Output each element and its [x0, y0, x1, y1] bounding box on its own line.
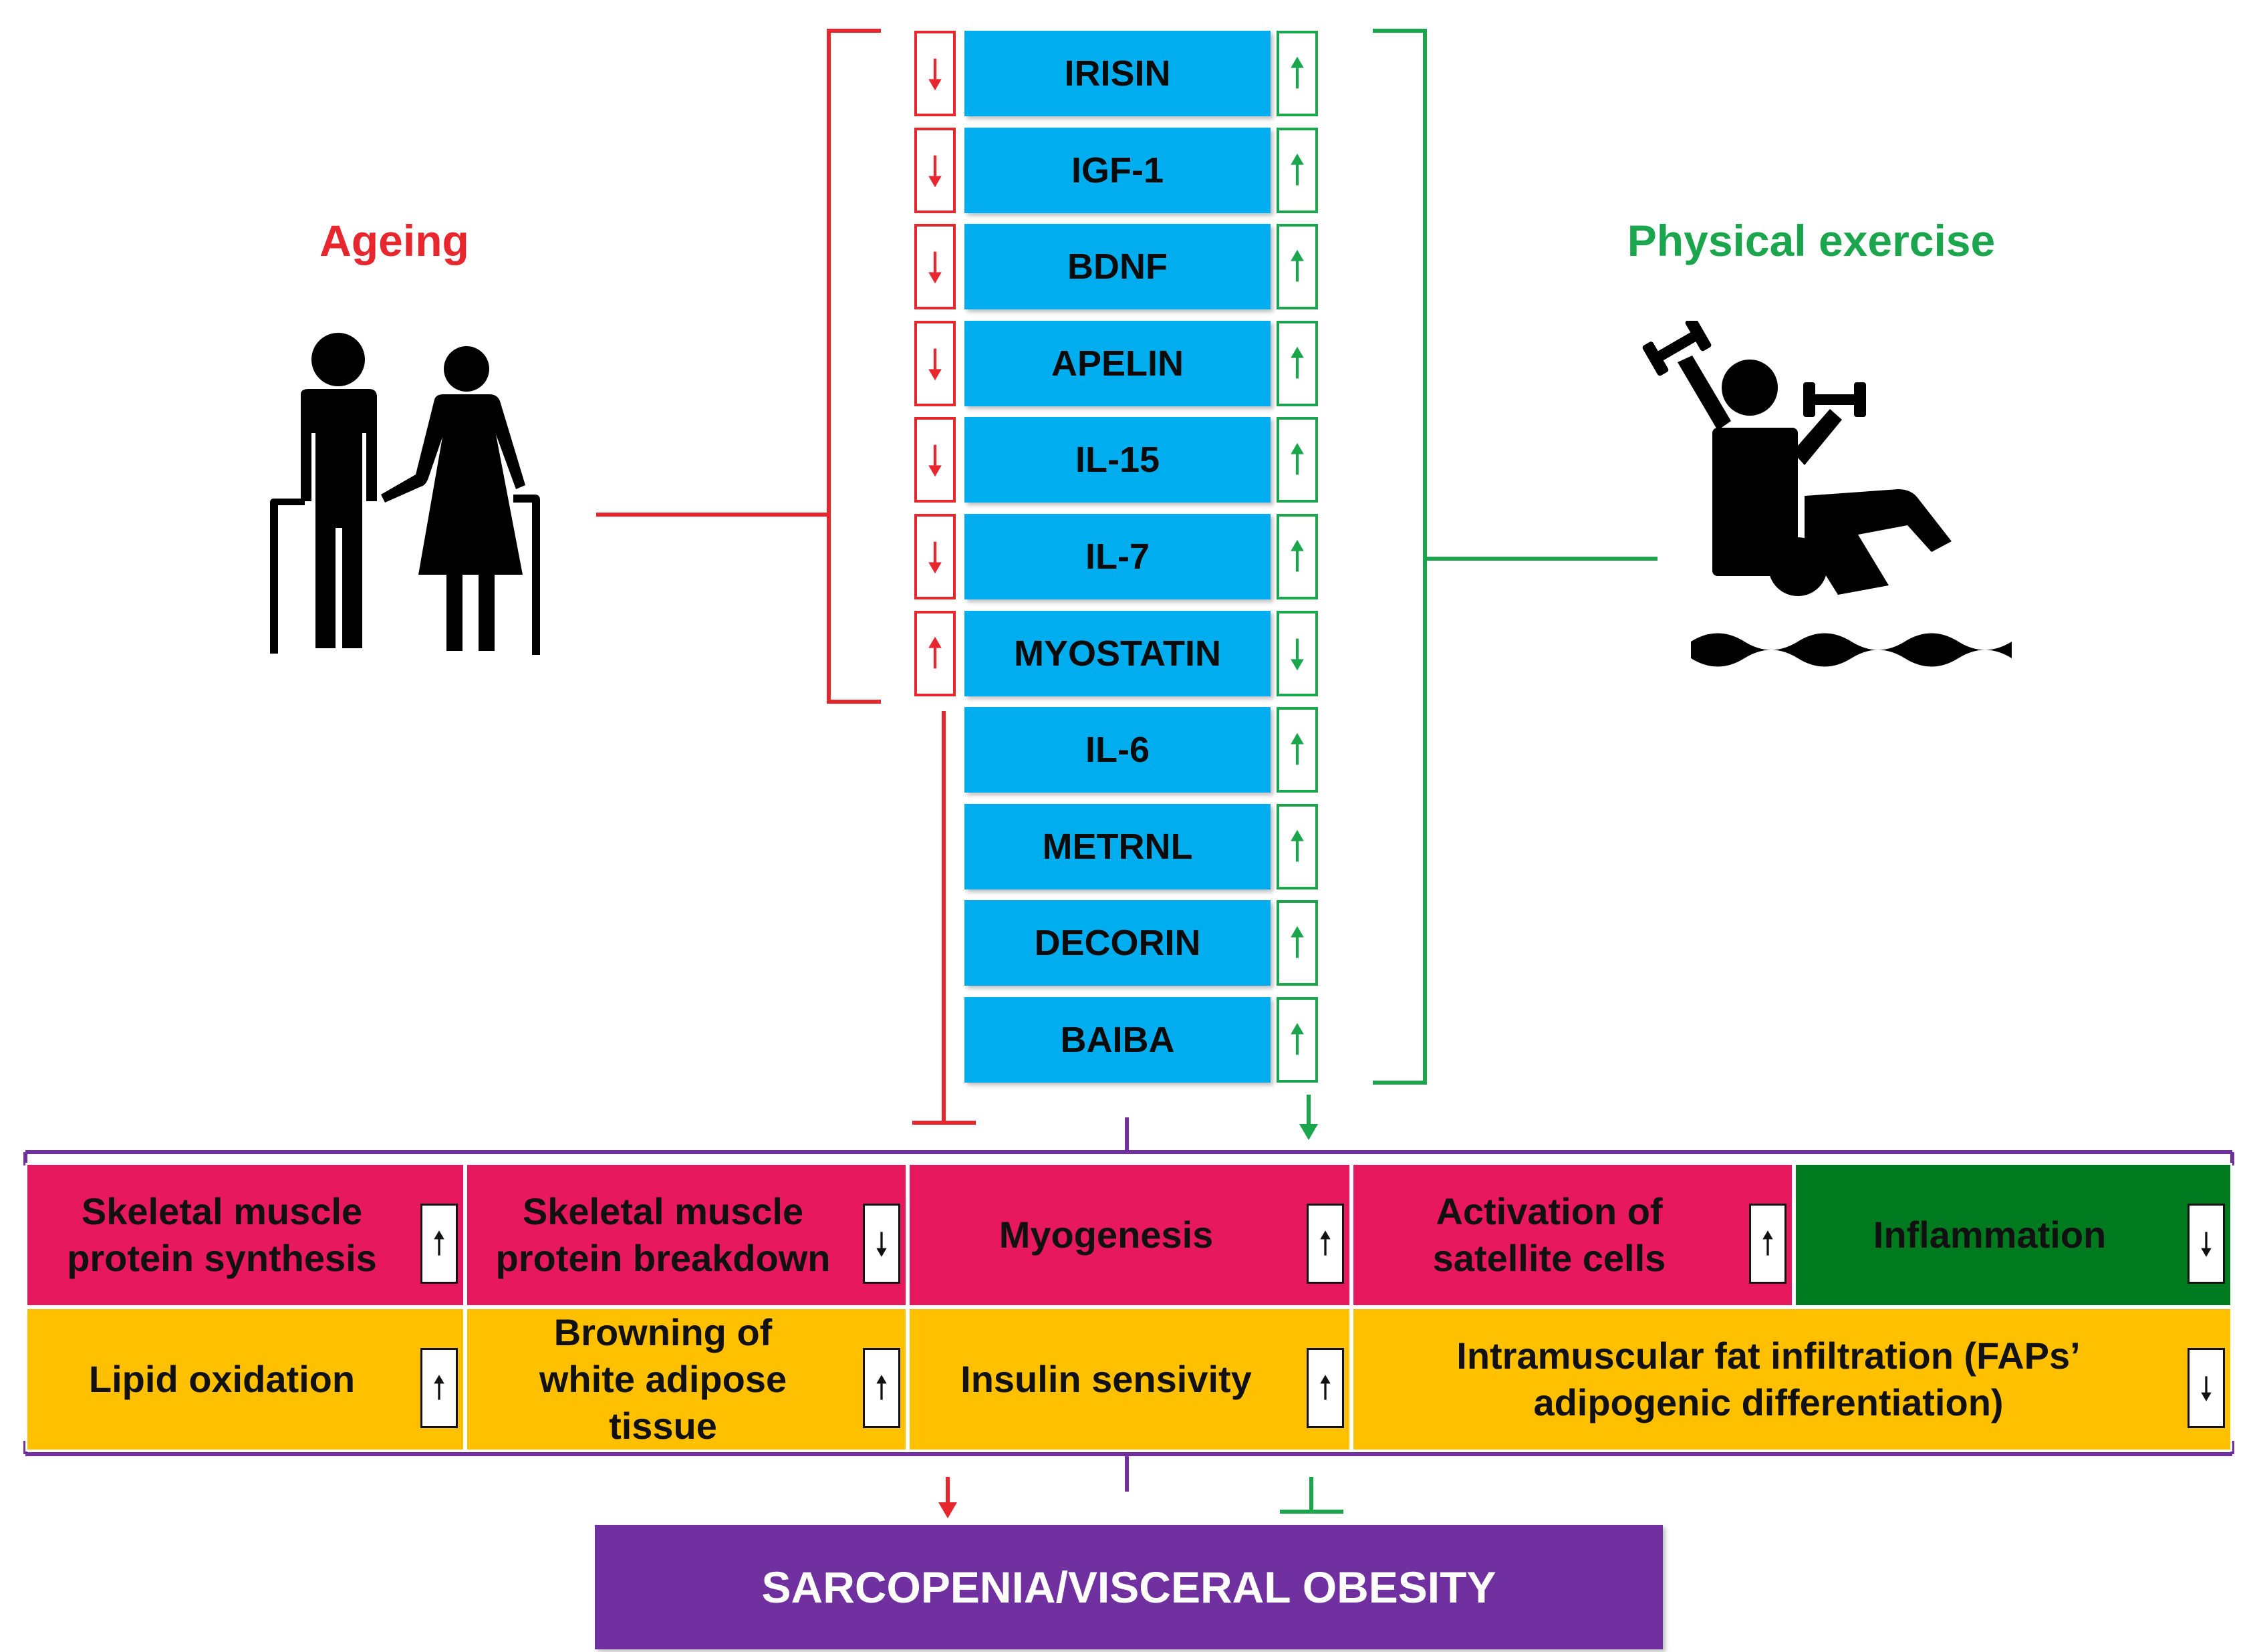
effect-label: Myogenesis: [999, 1214, 1214, 1256]
effect-lipid-oxidation: Lipid oxidation: [25, 1307, 465, 1452]
effect-up-arrow-icon: [420, 1348, 458, 1428]
exercise-down-arrow-icon: [1277, 611, 1318, 696]
effect-label: Skeletal muscle protein synthesis: [67, 1190, 377, 1279]
ageing-down-arrow-icon: [914, 514, 956, 599]
effect-browning-of-white-adipose-tissue: Browning of white adipose tissue: [465, 1307, 908, 1452]
ageing-down-arrow-icon: [914, 31, 956, 116]
ageing-down-arrow-icon: [914, 224, 956, 309]
exercise-up-arrow-icon: [1277, 224, 1318, 309]
elderly-couple-icon: [270, 333, 540, 655]
myokine-baiba: BAIBA: [964, 997, 1271, 1083]
exercise-swimmer-icon: [1642, 321, 2012, 667]
exercise-up-arrow-icon: [1277, 31, 1318, 116]
effect-activation-of-satellite-cells: Activation of satellite cells: [1351, 1163, 1794, 1307]
effect-label: Browning of white adipose tissue: [539, 1311, 787, 1447]
effect-label: Insulin sensivity: [960, 1358, 1252, 1400]
ageing-up-arrow-icon: [914, 611, 956, 696]
ageing-down-arrow-icon: [914, 128, 956, 213]
ageing-down-arrow-icon: [914, 321, 956, 406]
myokine-myostatin: MYOSTATIN: [964, 611, 1271, 696]
effect-up-arrow-icon: [420, 1204, 458, 1284]
myokine-igf-1: IGF-1: [964, 128, 1271, 213]
exercise-up-arrow-icon: [1277, 128, 1318, 213]
outcome-box: SARCOPENIA/VISCERAL OBESITY: [595, 1525, 1663, 1649]
effect-up-arrow-icon: [1749, 1204, 1786, 1284]
myokine-irisin: IRISIN: [964, 31, 1271, 116]
effect-up-arrow-icon: [1307, 1204, 1344, 1284]
effect-label: Inflammation: [1873, 1214, 2107, 1256]
effect-label: Intramuscular fat infiltration (FAPs’ ad…: [1456, 1335, 2081, 1423]
effect-up-arrow-icon: [863, 1348, 900, 1428]
effect-label: Skeletal muscle protein breakdown: [495, 1190, 831, 1279]
effect-skeletal-muscle-protein-synthesis: Skeletal muscle protein synthesis: [25, 1163, 465, 1307]
effect-inflammation: Inflammation: [1794, 1163, 2232, 1307]
effect-intramuscular-fat-infiltration-faps-adipogenic-differentiation: Intramuscular fat infiltration (FAPs’ ad…: [1351, 1307, 2232, 1452]
effect-down-arrow-icon: [2188, 1204, 2225, 1284]
effect-up-arrow-icon: [1307, 1348, 1344, 1428]
exercise-up-arrow-icon: [1277, 514, 1318, 599]
exercise-up-arrow-icon: [1277, 900, 1318, 986]
effect-label: Lipid oxidation: [88, 1358, 356, 1400]
myokine-apelin: APELIN: [964, 321, 1271, 406]
myokine-il-15: IL-15: [964, 417, 1271, 503]
myokine-bdnf: BDNF: [964, 224, 1271, 309]
effect-myogenesis: Myogenesis: [908, 1163, 1351, 1307]
exercise-up-arrow-icon: [1277, 321, 1318, 406]
myokine-il-7: IL-7: [964, 514, 1271, 599]
outcome-label: SARCOPENIA/VISCERAL OBESITY: [761, 1562, 1496, 1612]
effect-down-arrow-icon: [2188, 1348, 2225, 1428]
effect-insulin-sensivity: Insulin sensivity: [908, 1307, 1351, 1452]
exercise-up-arrow-icon: [1277, 804, 1318, 889]
effect-skeletal-muscle-protein-breakdown: Skeletal muscle protein breakdown: [465, 1163, 908, 1307]
ageing-down-arrow-icon: [914, 417, 956, 503]
exercise-up-arrow-icon: [1277, 417, 1318, 503]
exercise-label: Physical exercise: [1627, 216, 1996, 265]
myokine-decorin: DECORIN: [964, 900, 1271, 986]
exercise-up-arrow-icon: [1277, 707, 1318, 793]
effect-label: Activation of satellite cells: [1432, 1190, 1666, 1279]
ageing-label: Ageing: [319, 216, 469, 265]
myokine-il-6: IL-6: [964, 707, 1271, 793]
exercise-up-arrow-icon: [1277, 997, 1318, 1083]
myokine-metrnl: METRNL: [964, 804, 1271, 889]
effect-down-arrow-icon: [863, 1204, 900, 1284]
